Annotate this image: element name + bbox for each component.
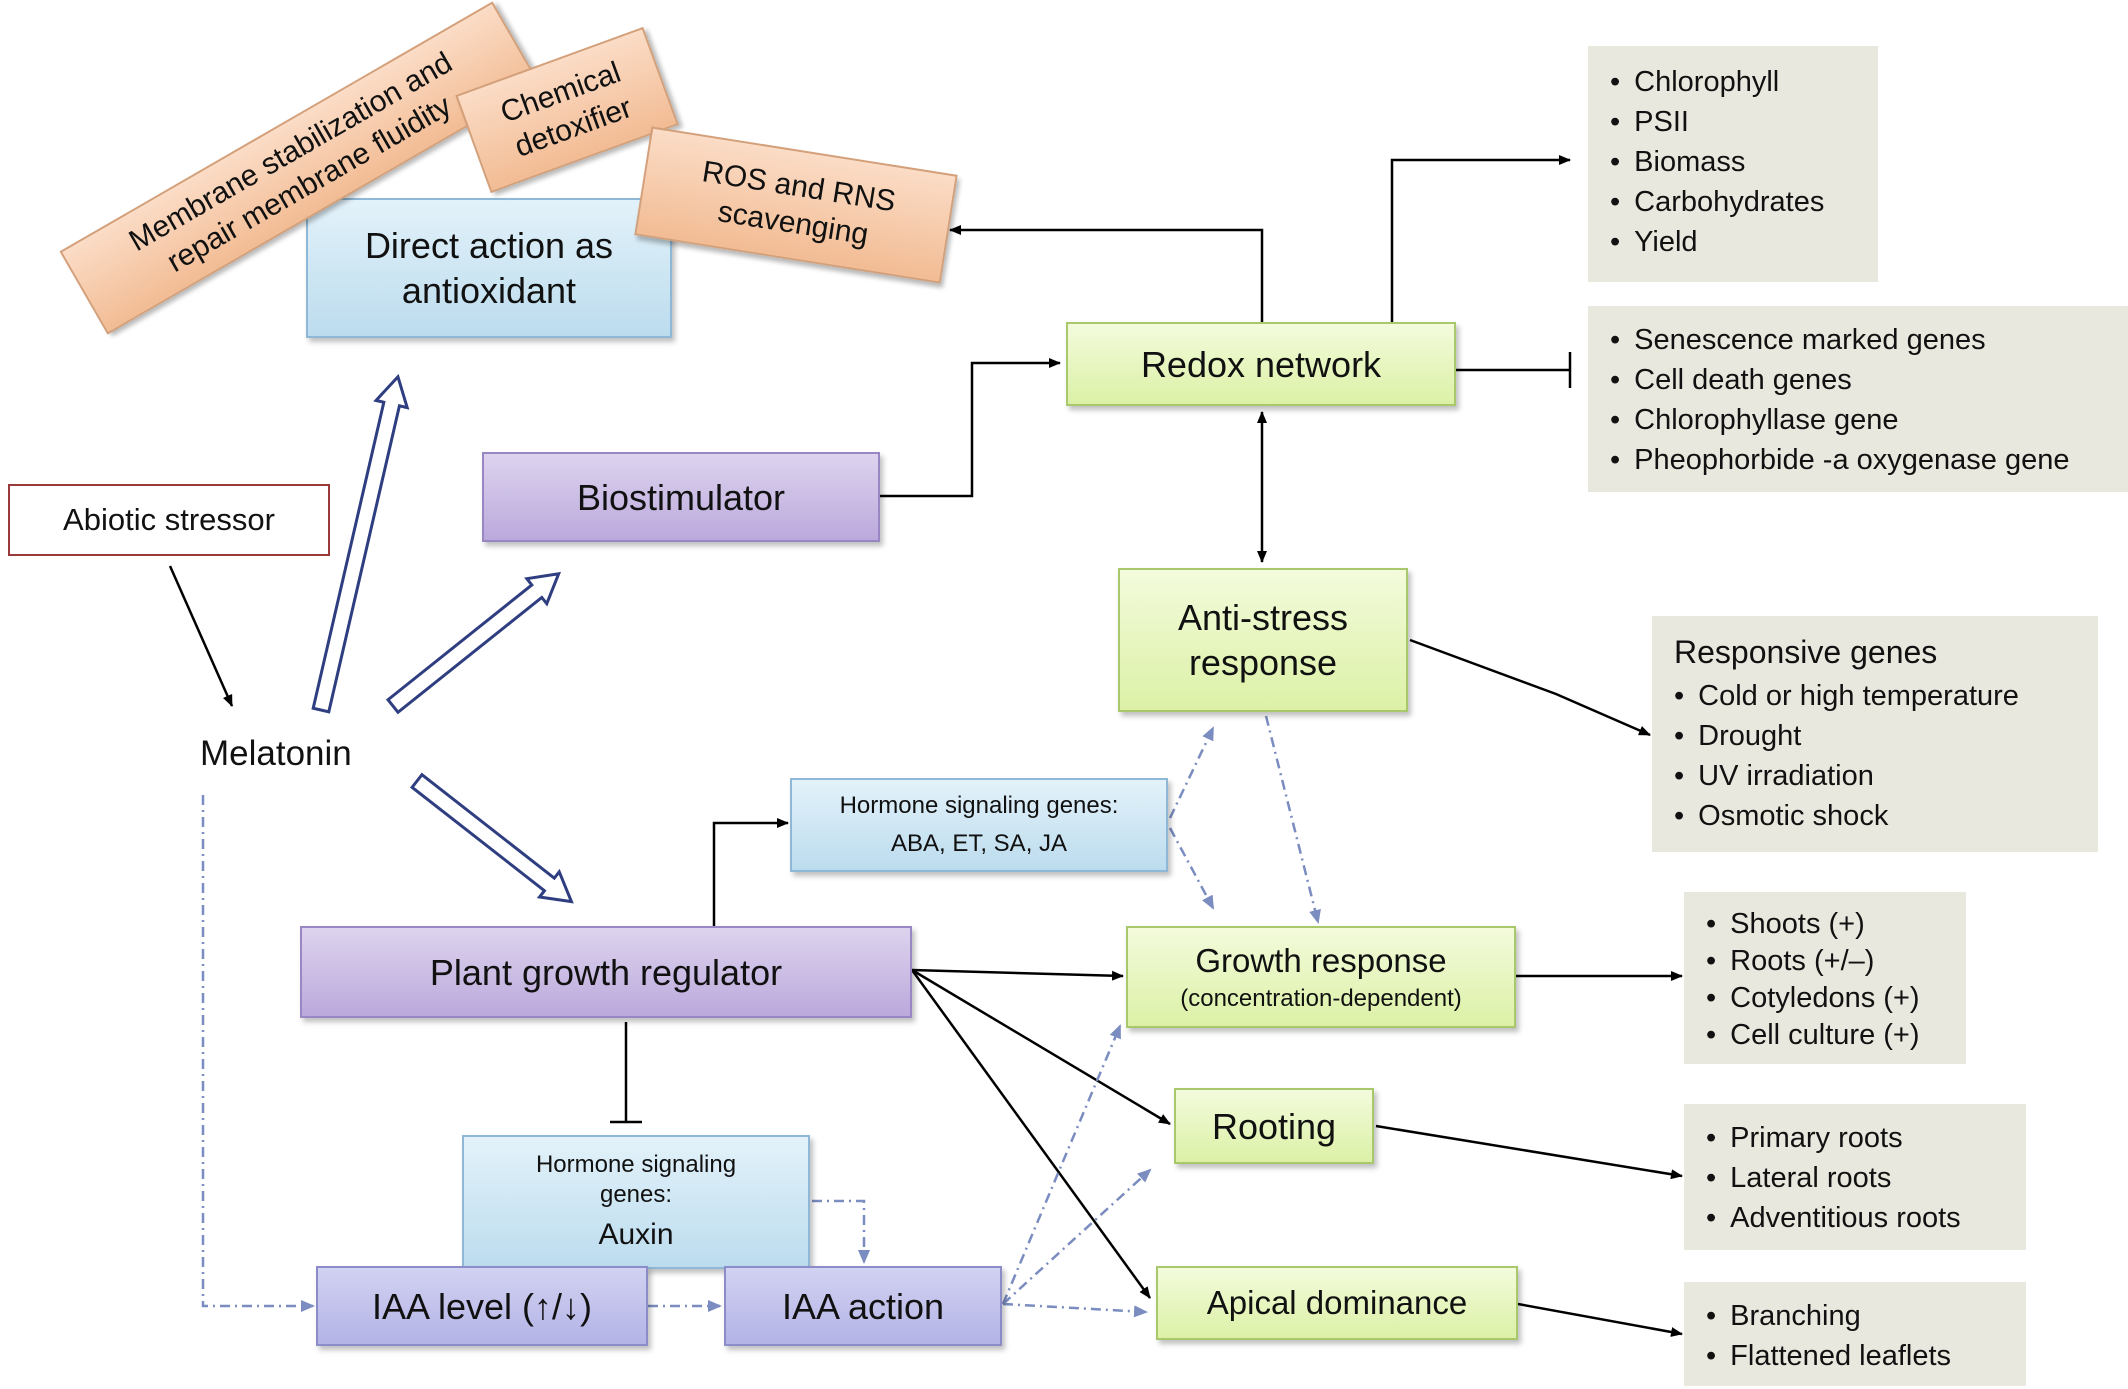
apical-effects-note: Branching Flattened leaflets [1684,1282,2026,1386]
hollow-arrow-to-growth-regulator [409,772,574,904]
arrow-apical-to-note [1517,1302,1683,1337]
anti-stress-label: Anti-stress response [1177,597,1349,683]
note-item: Chlorophyllase gene [1610,400,2106,440]
rooting-label: Rooting [1211,1105,1337,1147]
hormone-signaling-bottom-box: Hormone signaling genes: Auxin [462,1135,810,1269]
growth-response-box: Growth response (concentration-dependent… [1126,926,1516,1028]
arrow-redox-to-photosynthesis-note [1390,155,1571,322]
arrow-pgr-to-rooting [911,968,1171,1126]
arrow-abiotic-to-melatonin [168,565,234,707]
note-item: UV irradiation [1674,756,2076,796]
note-item: Cell culture (+) [1706,1017,1944,1054]
growth-response-sublabel: (concentration-dependent) [1180,984,1462,1012]
dashed-arrow-hormone-top-to-growth [1168,827,1215,910]
note-item: Biomass [1610,142,1856,182]
iaa-level-label: IAA level (↑/↓) [371,1285,593,1327]
note-item: Flattened leaflets [1706,1336,2004,1376]
arrow-pgr-to-growth [911,968,1124,981]
note-item: Cell death genes [1610,360,2106,400]
photosynthesis-note: Chlorophyll PSII Biomass Carbohydrates Y… [1588,46,1878,282]
note-item: Pheophorbide -a oxygenase gene [1610,440,2106,480]
iaa-action-label: IAA action [781,1285,945,1327]
dashed-arrow-anti-stress-to-growth [1264,715,1321,924]
note-item: Osmotic shock [1674,796,2076,836]
dashed-arrow-hormone-top-to-anti-stress [1168,726,1215,819]
ros-label: ROS and RNS scavenging [700,154,898,252]
melatonin-label: Melatonin [200,734,352,773]
dashed-arrow-iaa-action-to-apical [1002,1302,1148,1318]
hollow-arrow-to-biostimulator [385,571,562,715]
dashed-arrow-auxin-to-iaa-action [812,1199,870,1264]
apical-dominance-label: Apical dominance [1206,1284,1468,1322]
biostimulator-box: Biostimulator [482,452,880,542]
responsive-genes-title: Responsive genes [1674,634,1938,670]
redox-network-label: Redox network [1140,343,1382,385]
note-item: Carbohydrates [1610,182,1856,222]
hormone-signaling-top-title: Hormone signaling genes: [839,792,1119,819]
hormone-signaling-top-list: ABA, ET, SA, JA [890,830,1068,857]
hormone-signaling-top-box: Hormone signaling genes: ABA, ET, SA, JA [790,778,1168,872]
rooting-box: Rooting [1174,1088,1374,1164]
abiotic-stressor-box: Abiotic stressor [8,484,330,556]
note-item: Chlorophyll [1610,62,1856,102]
note-item: Branching [1706,1296,2004,1336]
note-item: Yield [1610,222,1856,262]
dashed-arrow-iaa-action-to-rooting [1002,1168,1152,1305]
arrow-pgr-to-hormone-top [712,818,789,926]
note-item: Roots (+/–) [1706,943,1944,980]
note-item: Cotyledons (+) [1706,980,1944,1017]
arrow-pgr-to-apical [910,969,1152,1299]
dashed-arrow-melatonin-to-iaa-level [201,795,315,1312]
hormone-signaling-bottom-item: Auxin [598,1218,674,1252]
senescence-genes-note: Senescence marked genes Cell death genes… [1588,306,2128,492]
arrow-rooting-to-note [1375,1124,1683,1180]
note-item: Adventitious roots [1706,1198,2004,1238]
plant-growth-regulator-box: Plant growth regulator [300,926,912,1018]
plant-growth-regulator-label: Plant growth regulator [429,951,783,993]
redox-network-box: Redox network [1066,322,1456,406]
hormone-signaling-bottom-title: Hormone signaling genes: [535,1151,737,1209]
note-item: Primary roots [1706,1118,2004,1158]
note-item: Shoots (+) [1706,906,1944,943]
iaa-level-box: IAA level (↑/↓) [316,1266,648,1346]
responsive-genes-note: Responsive genes Cold or high temperatur… [1652,616,2098,852]
anti-stress-box: Anti-stress response [1118,568,1408,712]
arrow-biostimulator-to-redox [880,358,1061,498]
growth-response-label: Growth response [1195,942,1447,980]
direct-action-label: Direct action as antioxidant [364,225,614,311]
arrow-anti-stress-to-responsive [1409,638,1651,737]
note-item: Drought [1674,716,2076,756]
iaa-action-box: IAA action [724,1266,1002,1346]
note-item: PSII [1610,102,1856,142]
note-item: Lateral roots [1706,1158,2004,1198]
note-item: Senescence marked genes [1610,320,2106,360]
note-item: Cold or high temperature [1674,676,2076,716]
hollow-arrow-to-direct-action [311,373,410,714]
root-types-note: Primary roots Lateral roots Adventitious… [1684,1104,2026,1250]
abiotic-stressor-label: Abiotic stressor [63,501,275,537]
arrow-redox-to-ros [949,225,1264,322]
apical-dominance-box: Apical dominance [1156,1266,1518,1340]
growth-effects-note: Shoots (+) Roots (+/–) Cotyledons (+) Ce… [1684,892,1966,1064]
direct-action-box: Direct action as antioxidant [306,198,672,338]
dashed-arrow-iaa-action-to-growth [1001,1024,1122,1305]
biostimulator-label: Biostimulator [576,476,786,518]
